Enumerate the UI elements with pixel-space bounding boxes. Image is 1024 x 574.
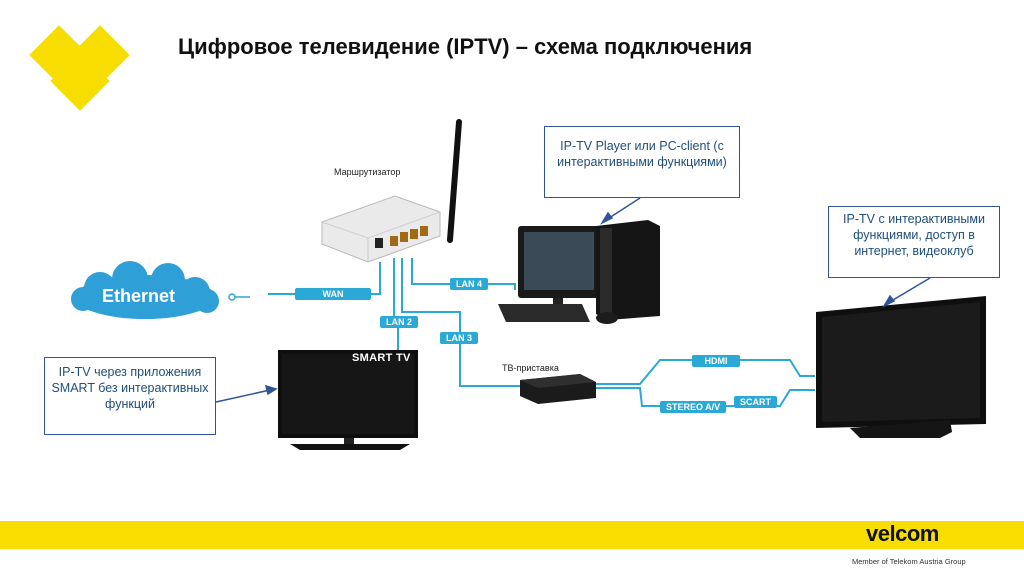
router-device xyxy=(321,119,462,263)
smart-tv-left xyxy=(278,350,418,450)
scart-tag: SCART xyxy=(734,396,777,408)
callout-arrows xyxy=(215,197,931,403)
lan3-tag: LAN 3 xyxy=(440,332,479,344)
callout-pc-client: IP-TV Player или PC-client (с интерактив… xyxy=(544,126,740,198)
lan3-cable xyxy=(401,258,520,387)
brand-logo: velcom xyxy=(866,521,939,546)
smart-tv-logo: SMART TV xyxy=(352,352,411,364)
wan-tag: WAN xyxy=(295,288,371,300)
settop-label: ТВ-приставка xyxy=(502,363,559,373)
lan2-cable xyxy=(381,258,399,359)
set-top-box xyxy=(520,374,596,404)
router-label: Маршрутизатор xyxy=(334,167,401,177)
footer-bar xyxy=(0,521,1024,549)
ethernet-cloud xyxy=(71,261,250,319)
stereo-tag: STEREO A/V xyxy=(660,401,727,413)
lan2-tag: LAN 2 xyxy=(380,316,419,328)
hdmi-tag: HDMI xyxy=(692,355,740,367)
page-title: Цифровое телевидение (IPTV) – схема подк… xyxy=(178,34,753,59)
ethernet-label: Ethernet xyxy=(102,286,176,306)
callout-smart-apps: IP-TV через приложения SMART без интерак… xyxy=(44,357,216,435)
lan4-tag: LAN 4 xyxy=(450,278,489,290)
tv-right xyxy=(816,296,986,438)
desktop-computer xyxy=(498,220,660,324)
member-text: Member of Telekom Austria Group xyxy=(852,557,966,566)
callout-tv-interactive: IP-TV с интерактивными функциями, доступ… xyxy=(828,206,1000,278)
